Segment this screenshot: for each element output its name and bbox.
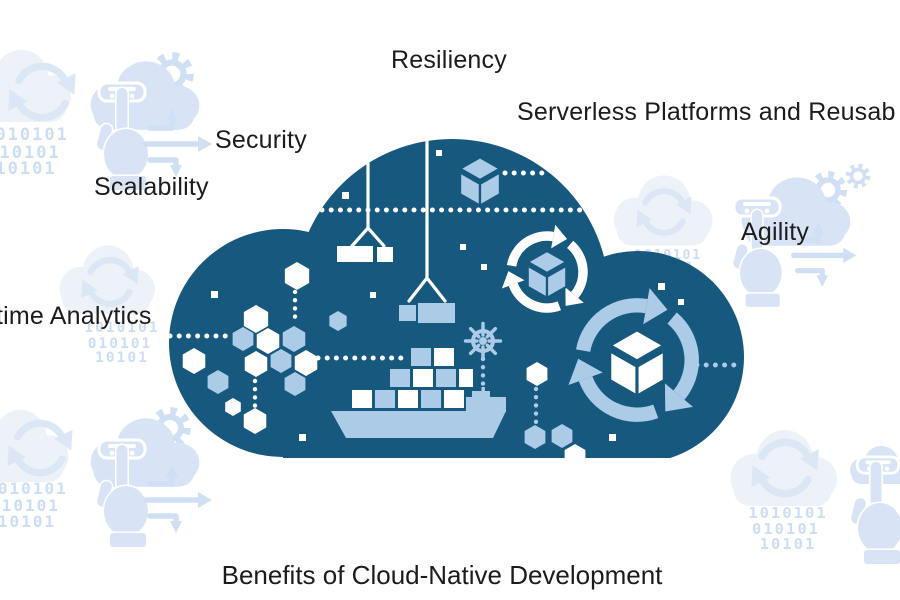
svg-text:010101: 010101 — [752, 520, 820, 538]
binary-rain-icon: 1010101 010101 10101 — [0, 125, 69, 179]
svg-text:10101: 10101 — [95, 350, 149, 366]
svg-text:010101: 010101 — [0, 496, 60, 515]
cloud-interior — [169, 139, 741, 463]
scatter-squares — [211, 150, 684, 441]
crane-load-box — [418, 303, 455, 323]
crane-load-box — [377, 247, 393, 262]
bg-hand-click-cloud-icon-bottom-right — [848, 446, 900, 566]
bg-cloud-sync-icon-bottom-left: 1010101 010101 10101 — [0, 409, 73, 531]
bg-cloud-sync-icon-mid-left: 1010101 010101 10101 — [59, 245, 159, 366]
label-serverless-platforms: Serverless Platforms and Reusab — [517, 98, 896, 126]
bg-cloud-sync-icon-bottom-right: 1010101 010101 10101 — [730, 430, 837, 553]
svg-text:1010101: 1010101 — [0, 125, 69, 145]
svg-text:10101: 10101 — [760, 535, 817, 553]
binary-rain-icon: 1010101 010101 10101 — [0, 479, 68, 531]
label-resiliency: Resiliency — [391, 46, 507, 74]
label-realtime-analytics: time Analytics — [0, 302, 152, 330]
bg-hand-click-cloud-icon-top-left — [90, 56, 212, 192]
bg-cloud-sync-icon-top-left: 1010101 010101 10101 — [0, 49, 76, 179]
svg-text:1010101: 1010101 — [0, 479, 68, 498]
svg-text:10101: 10101 — [0, 159, 57, 179]
helm-icon — [463, 321, 503, 361]
svg-text:1010101: 1010101 — [84, 320, 159, 336]
bg-hand-click-cloud-icon-bottom-left — [90, 411, 212, 549]
page-title: Benefits of Cloud-Native Development — [221, 560, 663, 590]
label-scalability: Scalability — [94, 173, 209, 201]
dotted-lines — [169, 170, 741, 426]
svg-text:10101: 10101 — [0, 512, 56, 531]
label-agility: Agility — [741, 218, 810, 246]
svg-text:1010101: 1010101 — [748, 504, 827, 522]
binary-rain-icon: 1010101 010101 10101 — [748, 504, 827, 553]
container-ship-icon — [331, 348, 506, 438]
crane-load-box — [399, 305, 416, 321]
crane-icon — [350, 139, 447, 303]
crane-load-box — [337, 246, 373, 262]
svg-text:010101: 010101 — [0, 143, 61, 163]
label-security: Security — [215, 126, 307, 154]
svg-text:010101: 010101 — [88, 336, 152, 352]
binary-rain-icon: 1010101 010101 10101 — [84, 320, 159, 366]
